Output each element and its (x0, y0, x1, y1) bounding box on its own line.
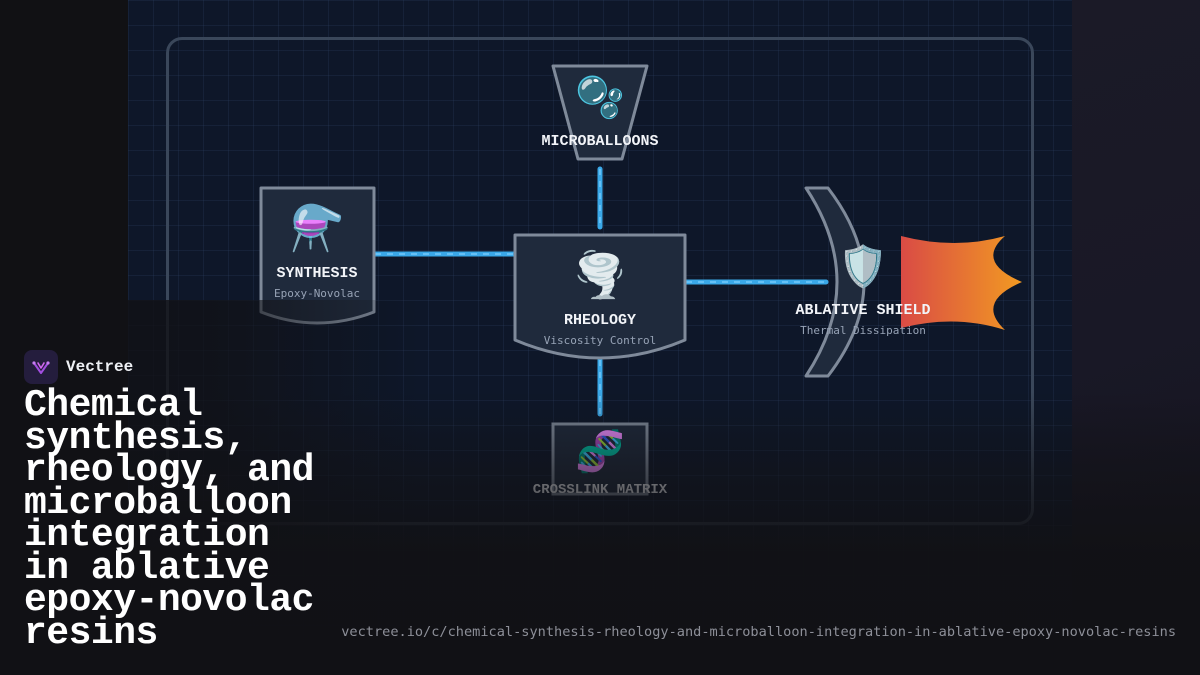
shield-icon: 🛡️ (838, 244, 888, 290)
synthesis-sublabel: Epoxy-Novolac (273, 287, 361, 300)
brand: Vectree (24, 350, 133, 384)
alembic-flask-icon: ⚗️ (289, 203, 345, 254)
rheology-sublabel: Viscosity Control (543, 334, 657, 347)
rheology-label: RHEOLOGY (563, 312, 637, 329)
bubbles-icon: 🫧 (575, 75, 625, 121)
ablative-shield-label: ABLATIVE SHIELD (795, 302, 931, 319)
synthesis-label: SYNTHESIS (276, 265, 358, 282)
brand-name: Vectree (66, 358, 134, 376)
source-url[interactable]: vectree.io/c/chemical-synthesis-rheology… (341, 624, 1176, 640)
page-title: Chemical synthesis, rheology, and microb… (24, 384, 314, 655)
microballoons-label: MICROBALLOONS (541, 133, 659, 150)
dna-icon: 🧬 (575, 429, 625, 475)
ablative-shield-sublabel: Thermal Dissipation (800, 324, 926, 337)
crosslink-matrix-label: CROSSLINK MATRIX (532, 482, 668, 498)
tornado-icon: 🌪️ (572, 250, 628, 301)
vectree-logo-icon (24, 350, 58, 384)
